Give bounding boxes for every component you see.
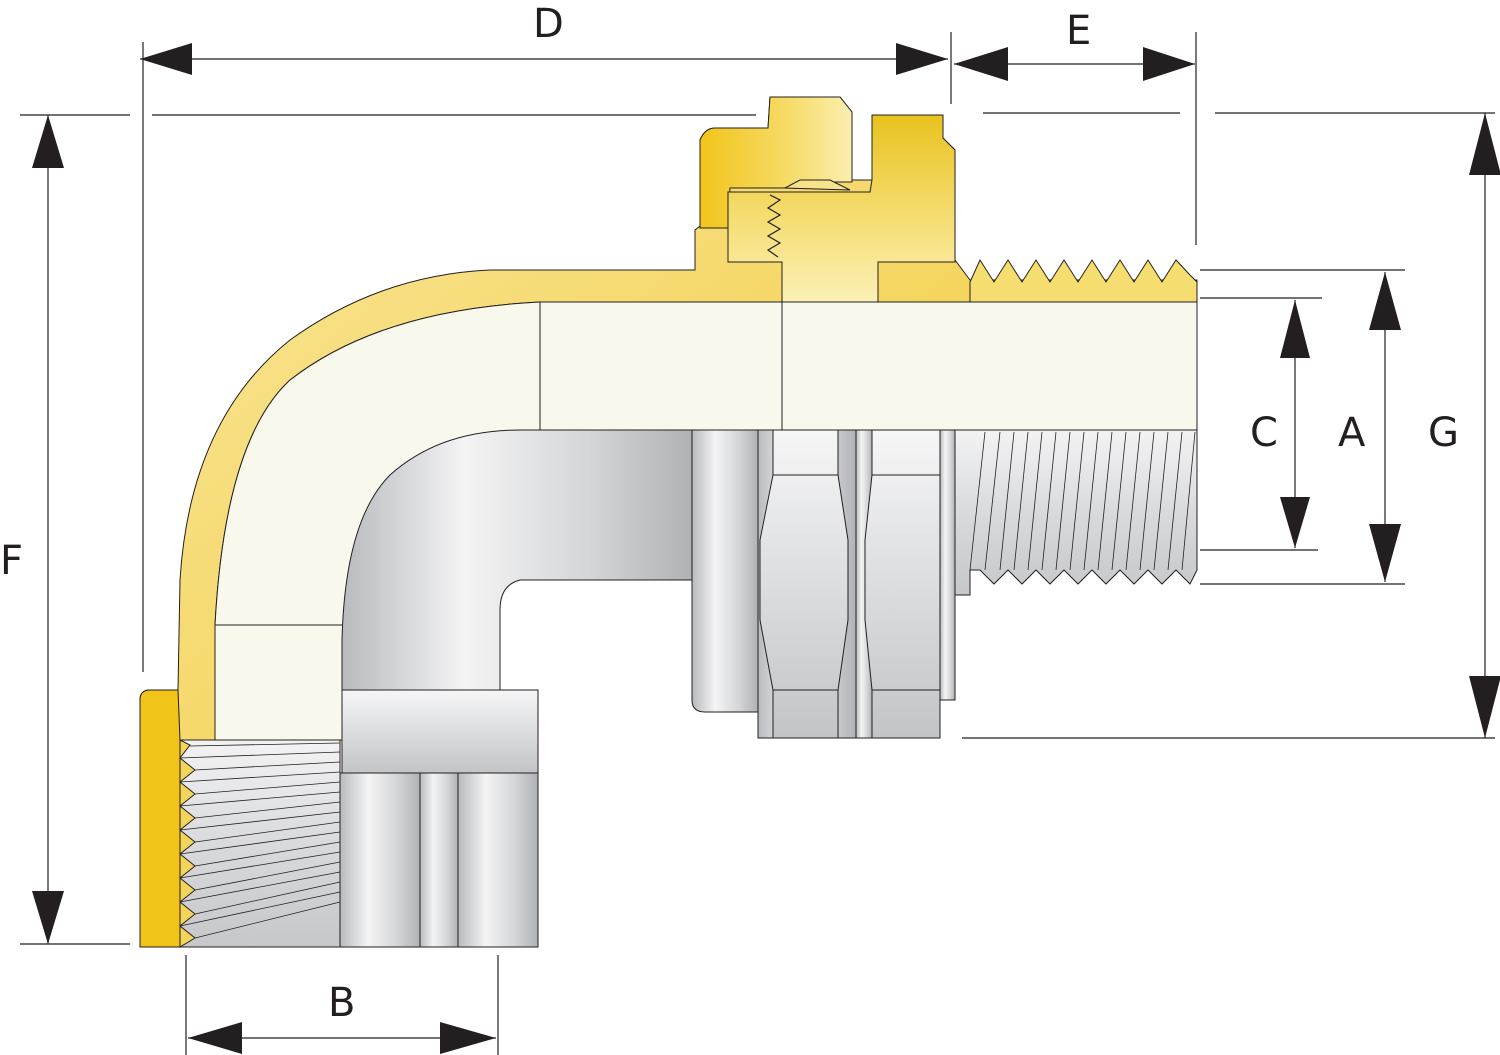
- right-male-thread: [954, 429, 1198, 596]
- dimension-lines: [20, 32, 1500, 1055]
- right-hex-nut-2: [855, 429, 956, 739]
- dim-label-f: F: [0, 538, 23, 584]
- dim-label-a: A: [1338, 410, 1366, 456]
- top-thread-teeth: [969, 258, 1198, 303]
- bottom-hex-nut: [339, 772, 539, 948]
- bottom-female-thread: [139, 689, 341, 948]
- right-hex-nut-1: [691, 429, 857, 739]
- dim-label-g: G: [1428, 410, 1459, 456]
- brass-cap-nut: [699, 96, 853, 229]
- brass-collar: [727, 114, 956, 303]
- dim-label-e: E: [1066, 8, 1091, 54]
- inner-metal-elbow: [341, 429, 693, 774]
- dim-label-c: C: [1250, 410, 1278, 456]
- dim-label-d: D: [533, 1, 564, 47]
- dim-label-b: B: [328, 980, 355, 1026]
